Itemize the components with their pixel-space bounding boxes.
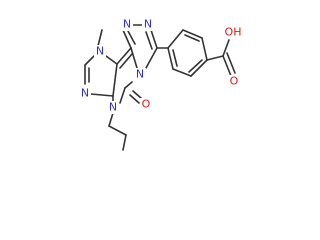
bond-cooh-o-double bbox=[226, 52, 236, 74]
bond-n9-c8 bbox=[84, 55, 95, 66]
atom-n-methyl-label: N bbox=[96, 45, 104, 58]
bond-c5-c4 bbox=[112, 63, 118, 97]
atom-o-acid-carbonyl-label: O bbox=[230, 75, 239, 88]
atom-o-acid-carbonyl: O bbox=[228, 75, 240, 88]
bond-n6-c1 bbox=[108, 112, 114, 127]
atom-n-propyl-label: N bbox=[109, 101, 117, 114]
atom-n-imine-left: N bbox=[79, 87, 91, 100]
atom-n-bridge-label: N bbox=[136, 68, 144, 81]
bond-c4-c9b bbox=[116, 47, 132, 65]
bond-c-o bbox=[132, 90, 143, 100]
atom-n-triazole-a-label: N bbox=[123, 18, 131, 31]
atom-o-carbonyl-label: O bbox=[142, 98, 151, 111]
bond-c9b-n4 bbox=[130, 47, 138, 69]
atom-o-carbonyl: O bbox=[140, 98, 152, 111]
atom-oh-acid: OH bbox=[223, 26, 243, 39]
bond-ar-6 bbox=[167, 47, 174, 70]
bonds bbox=[84, 24, 236, 151]
bond-n7-c5 bbox=[90, 93, 114, 97]
bond-c9b-n1 bbox=[122, 29, 132, 49]
bond-ar-4 bbox=[190, 59, 208, 77]
bond-c-o-double bbox=[129, 94, 140, 104]
atom-oh-acid-label: OH bbox=[225, 26, 242, 39]
bond-n4-c5o bbox=[124, 81, 133, 89]
bond-c2-c3 bbox=[122, 134, 127, 151]
atom-n-propyl: N bbox=[107, 101, 119, 114]
bond-n2-c3 bbox=[150, 29, 158, 49]
bond-c4-n9 bbox=[105, 55, 118, 65]
atom-n-bridge: N bbox=[134, 68, 146, 81]
bond-ar-4-inner bbox=[188, 59, 203, 73]
atom-n-triazole-b-label: N bbox=[144, 18, 152, 31]
bond-c4-c9b-inner bbox=[119, 53, 133, 69]
bond-n2-c3-inner bbox=[145, 31, 153, 50]
bond-c5o-n6 bbox=[119, 87, 126, 104]
bond-ar-2 bbox=[182, 29, 203, 39]
bond-ar-cooh bbox=[206, 55, 224, 61]
bond-cooh-oh bbox=[222, 39, 230, 57]
atom-n-triazole-b: N bbox=[142, 18, 154, 31]
atom-n-triazole-a: N bbox=[121, 18, 133, 31]
bond-ar-6-inner bbox=[172, 49, 178, 67]
bond-ar-5 bbox=[172, 68, 192, 77]
atom-n-methyl: N bbox=[94, 45, 106, 58]
bond-cooh-o bbox=[222, 55, 232, 77]
atom-labels: N N N N N N O O bbox=[79, 18, 243, 114]
chemical-structure-diagram: N N N N N N O O bbox=[79, 18, 243, 151]
atom-n-imine-left-label: N bbox=[81, 87, 89, 100]
bond-c1-c2 bbox=[108, 125, 127, 136]
bond-methyl bbox=[97, 29, 103, 47]
bond-ar-1 bbox=[167, 29, 184, 49]
bond-c9b-n1-inner bbox=[127, 30, 136, 45]
bond-ar-3 bbox=[201, 37, 208, 61]
bond-c3-n4 bbox=[145, 47, 158, 69]
bond-ar-2-inner bbox=[184, 34, 200, 42]
